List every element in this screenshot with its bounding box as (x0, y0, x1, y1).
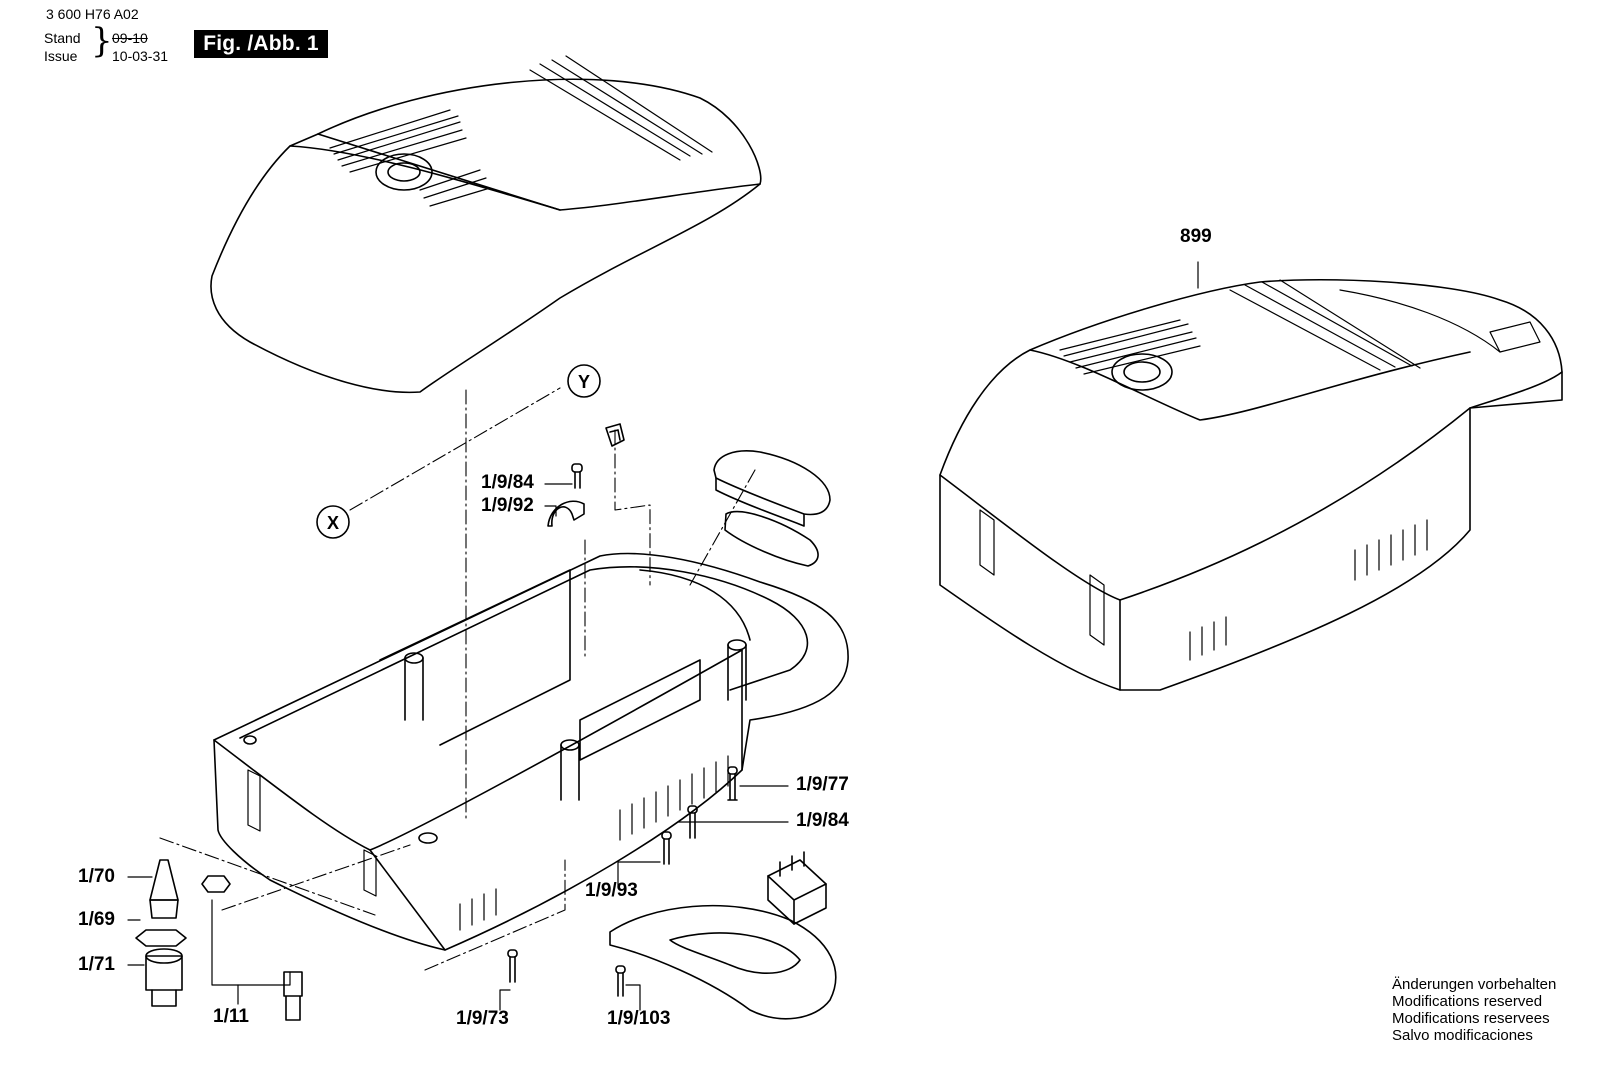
issue-date: 10-03-31 (112, 48, 169, 64)
lower-housing-part (213, 552, 849, 951)
assembled-housing-part (939, 278, 1563, 691)
callout-1-70: 1/70 (78, 866, 115, 887)
callout-1-11: 1/11 (213, 1006, 249, 1027)
header-brace: } (91, 21, 113, 61)
note-line-es: Salvo modificaciones (1392, 1027, 1533, 1044)
switch-part (767, 851, 827, 925)
clip-part (605, 423, 625, 447)
screw-clamp-part (547, 463, 585, 527)
callout-1-9-92: 1/9/92 (481, 495, 534, 516)
stand-label: Stand (44, 30, 81, 46)
axis-markers: Y X (316, 364, 601, 539)
axis-marker-x-label: X (327, 513, 339, 533)
modifications-note: Änderungen vorbehalten Modifications res… (1392, 976, 1556, 1044)
callout-1-71: 1/71 (78, 954, 115, 975)
axis-marker-x (316, 505, 350, 539)
callout-899: 899 (1180, 226, 1212, 247)
callout-1-9-77: 1/9/77 (796, 774, 849, 795)
callout-1-69: 1/69 (78, 909, 115, 930)
leader-lines (127, 261, 1199, 1011)
callout-1-9-84-right: 1/9/84 (796, 810, 849, 831)
note-line-de: Änderungen vorbehalten (1392, 976, 1557, 993)
assembly-axes (159, 387, 756, 971)
note-line-en: Modifications reserved (1392, 993, 1543, 1010)
issue-label: Issue (44, 48, 78, 64)
axis-marker-y (567, 364, 601, 398)
callout-1-9-103: 1/9/103 (607, 1008, 671, 1029)
top-cover-part (210, 55, 762, 394)
screws-part (507, 766, 738, 997)
stand-date: 09-10 (112, 30, 148, 46)
note-line-fr: Modifications reservees (1392, 1010, 1550, 1027)
callout-1-9-93: 1/9/93 (585, 880, 638, 901)
figure-label: Fig. /Abb. 1 (194, 30, 328, 58)
callout-1-9-84-top: 1/9/84 (481, 472, 534, 493)
axis-marker-y-label: Y (578, 372, 590, 392)
part-number: 3 600 H76 A02 (46, 6, 139, 22)
base-plate-part (609, 904, 837, 1020)
fittings-part (135, 859, 303, 1021)
callout-1-9-73: 1/9/73 (456, 1008, 509, 1029)
latch-part (713, 450, 831, 567)
